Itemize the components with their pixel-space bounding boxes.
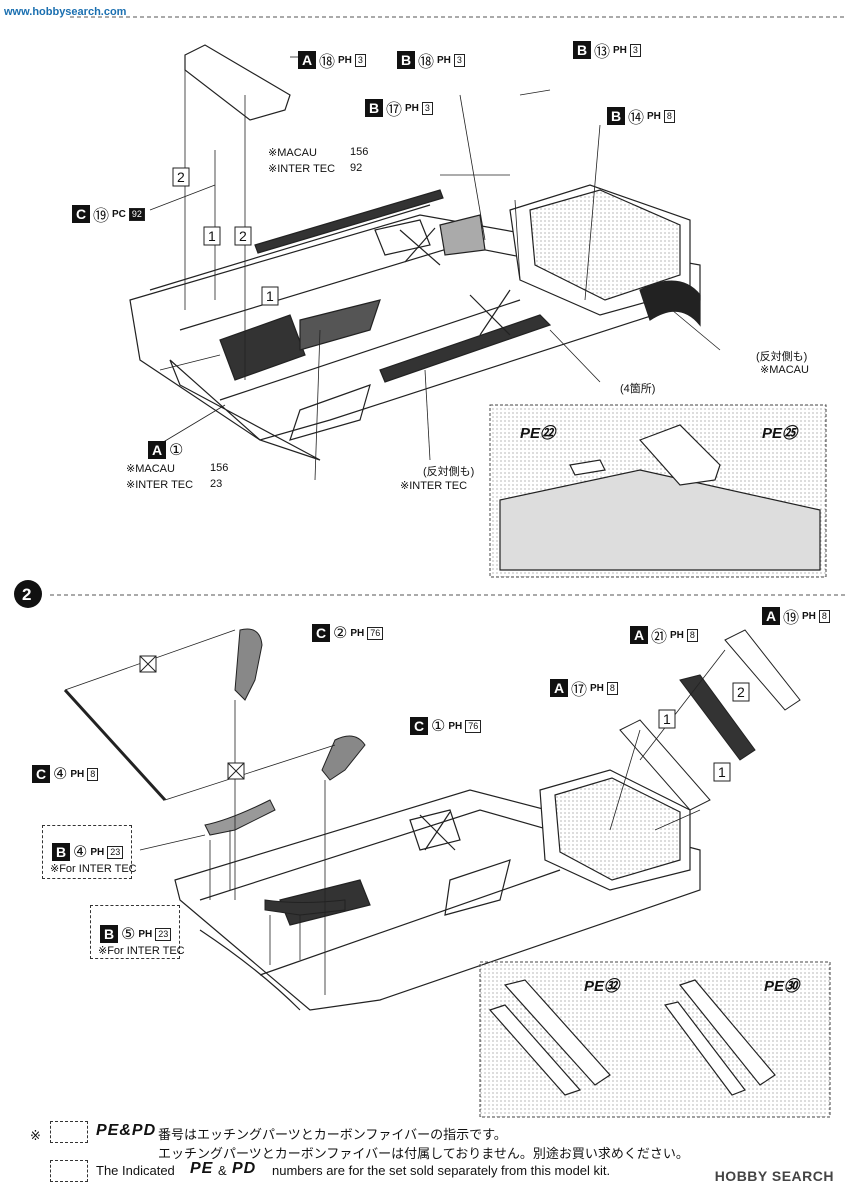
pe-25: PE㉕ xyxy=(762,425,798,442)
note-pc92-top: 92 xyxy=(350,162,363,174)
footer-line3-prefix: The Indicated xyxy=(96,1163,175,1178)
step-box-2b: 2 xyxy=(239,228,247,244)
footer-line2: エッチングパーツとカーボンファイバーは付属しておりません。別途お買い求めください… xyxy=(158,1146,689,1161)
footer-dashbox-2 xyxy=(50,1160,88,1182)
chassis-step1 xyxy=(129,184,701,461)
inset-step2 xyxy=(479,961,831,1118)
note-macau-right: ※MACAU xyxy=(760,364,809,376)
note-intertec-bottom: ※INTER TEC xyxy=(400,480,468,492)
note-for-intertec-b4: ※For INTER TEC xyxy=(50,863,137,875)
footer-line3-pd: PD xyxy=(232,1160,257,1177)
footer-dashbox-1 xyxy=(50,1121,88,1143)
note-macau: ※MACAU xyxy=(126,463,175,475)
step-box-1c: 1 xyxy=(663,711,671,727)
pe-32: PE㉜ xyxy=(584,978,620,995)
part-c1 xyxy=(321,735,366,781)
brand-watermark: HOBBY SEARCH xyxy=(714,1168,834,1184)
step-box-1b: 1 xyxy=(266,288,274,304)
note-pc156: 156 xyxy=(210,462,229,474)
pe-30: PE㉚ xyxy=(764,978,800,995)
step-box-1d: 1 xyxy=(718,764,726,780)
part-c4-steering xyxy=(63,688,167,802)
watermark-site: www.hobbysearch.com xyxy=(4,6,127,18)
step-box-2a: 2 xyxy=(177,169,185,185)
part-a18 xyxy=(184,44,291,121)
note-pc156-top: 156 xyxy=(350,146,369,158)
pe-22: PE㉒ xyxy=(520,425,556,442)
part-a21 xyxy=(679,674,756,761)
footer-pepd-tag: PE&PD xyxy=(96,1122,157,1139)
part-b4 xyxy=(204,799,276,836)
part-a17 xyxy=(619,719,711,811)
note-intertec: ※INTER TEC xyxy=(126,479,194,491)
note-pc92-other: (反対側も) xyxy=(423,466,475,478)
footer-line1: 番号はエッチングパーツとカーボンファイバーの指示です。 xyxy=(158,1127,507,1142)
step-box-1a: 1 xyxy=(208,228,216,244)
callout-b4 xyxy=(42,825,132,879)
step-2-circle xyxy=(14,580,42,608)
note-ph23: 23 xyxy=(210,478,223,490)
callout-b5 xyxy=(90,905,180,959)
footer-line3: numbers are for the set sold separately … xyxy=(272,1163,611,1178)
footer-line3-pe: PE xyxy=(190,1160,214,1177)
note-macau-top: ※MACAU xyxy=(268,147,317,159)
note-for-intertec-b5: ※For INTER TEC xyxy=(98,945,185,957)
step-2-number: 2 xyxy=(22,585,31,604)
note-intertec-top: ※INTER TEC xyxy=(268,163,336,175)
chassis-step2 xyxy=(174,769,701,1011)
note-ph8-4: (4箇所) xyxy=(620,383,656,395)
footer-mark: ※ xyxy=(30,1128,41,1143)
step-box-2c: 2 xyxy=(737,684,745,700)
part-a19 xyxy=(724,629,801,711)
footer-line3-amp: & xyxy=(218,1163,227,1178)
note-ph23-other: (反対側も) xyxy=(756,351,808,363)
part-c2 xyxy=(234,628,263,701)
